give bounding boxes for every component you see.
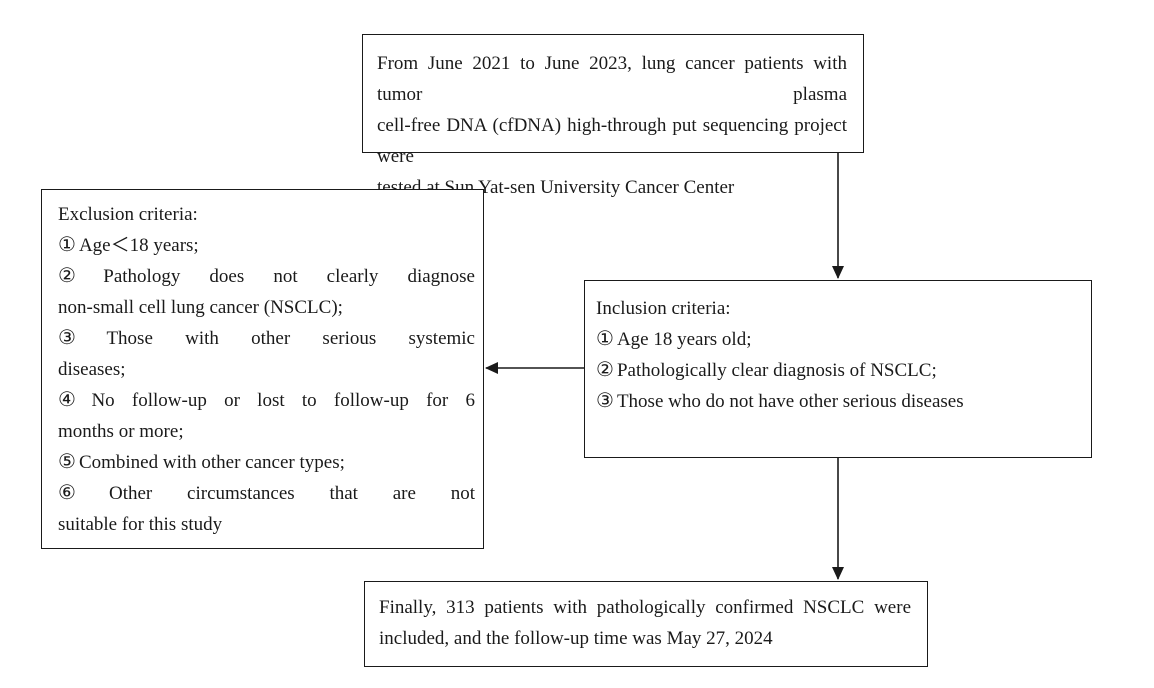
exclusion-item-text: Pathology does not clearly diagnose (103, 266, 475, 287)
circled-number-1-icon: ① (58, 234, 76, 256)
exclusion-item-text-cont: months or more; (58, 421, 184, 442)
final-line: included, and the follow-up time was May… (379, 628, 773, 649)
circled-number-4-icon: ④ (58, 389, 89, 411)
exclusion-item-text-cont: suitable for this study (58, 514, 223, 535)
circled-number-2-icon: ② (58, 265, 101, 287)
inclusion-item-text: Age 18 years old; (616, 329, 752, 350)
circled-number-5-icon: ⑤ (58, 451, 76, 473)
exclusion-item-text: Other circumstances that are not (108, 483, 475, 504)
exclusion-title: Exclusion criteria: (58, 204, 198, 225)
source-line: cell-free DNA (cfDNA) high-through put s… (377, 115, 847, 167)
exclusion-item-text-cont: diseases; (58, 359, 126, 380)
inclusion-item-text: Those who do not have other serious dise… (616, 391, 964, 412)
inclusion-title: Inclusion criteria: (596, 298, 731, 319)
circled-number-1-icon: ① (596, 328, 614, 350)
exclusion-item-text: Those with other serious systemic (106, 328, 475, 349)
circled-number-3-icon: ③ (58, 327, 104, 349)
exclusion-item-text: No follow-up or lost to follow-up for 6 (91, 390, 475, 411)
circled-number-6-icon: ⑥ (58, 482, 106, 504)
circled-number-3-icon: ③ (596, 390, 614, 412)
circled-number-2-icon: ② (596, 359, 614, 381)
exclusion-item-text: Combined with other cancer types; (78, 452, 345, 473)
source-box: From June 2021 to June 2023, lung cancer… (362, 34, 864, 198)
final-line: Finally, 313 patients with pathologicall… (379, 597, 911, 618)
source-line: From June 2021 to June 2023, lung cancer… (377, 53, 847, 105)
final-box: Finally, 313 patients with pathologicall… (364, 581, 928, 667)
exclusion-item-text-cont: non-small cell lung cancer (NSCLC); (58, 297, 343, 318)
inclusion-item-text: Pathologically clear diagnosis of NSCLC; (616, 360, 937, 381)
exclusion-item-text: Age＜18 years; (78, 235, 199, 256)
